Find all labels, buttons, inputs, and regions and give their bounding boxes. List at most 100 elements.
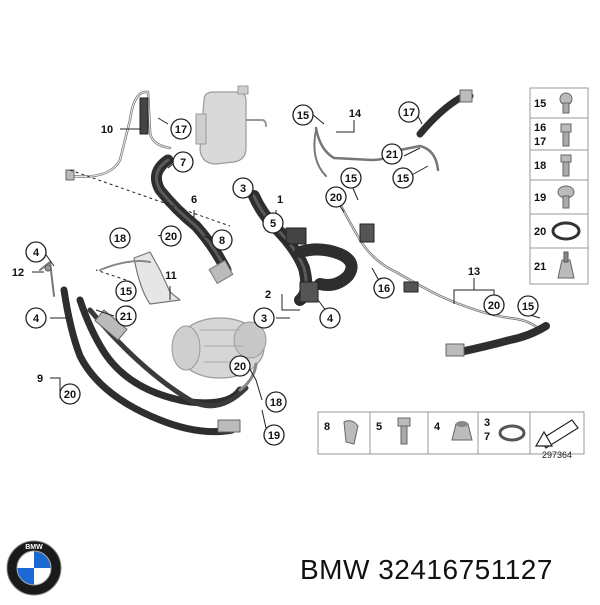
callout-label: 3 — [240, 183, 246, 195]
callout-label: 17 — [403, 107, 415, 119]
callout-label: 2 — [265, 289, 271, 301]
legend-bottom-label: 7 — [484, 431, 490, 443]
callout-14: 14 — [349, 108, 362, 120]
legend-bottom-cell: 8 — [324, 420, 359, 445]
callout-label: 18 — [270, 397, 282, 409]
callout-circle — [25, 307, 47, 329]
hose-6 — [150, 154, 234, 284]
legend-bottom-cell: 5 — [376, 417, 411, 445]
callout-label: 4 — [33, 247, 40, 259]
callout-circle — [172, 151, 194, 173]
bmw-logo-icon: BMW — [6, 540, 62, 596]
bracket-11 — [99, 251, 181, 305]
callout-circle — [232, 177, 254, 199]
callout-9: 9 — [37, 373, 43, 385]
callout-label: 20 — [234, 361, 246, 373]
callout-18: 18 — [109, 227, 131, 249]
callout-circle — [211, 229, 233, 251]
legend-bottom-cell: 4 — [434, 421, 473, 441]
callout-label: 15 — [522, 301, 534, 313]
callout-18: 18 — [265, 391, 287, 413]
callout-label: 5 — [270, 218, 276, 230]
callout-label: 3 — [261, 313, 267, 325]
legend-bottom-label: 5 — [376, 421, 382, 433]
legend-bottom-label: 4 — [434, 421, 441, 433]
callout-circle — [381, 143, 403, 165]
callout-19: 19 — [263, 424, 285, 446]
callout-label: 14 — [349, 108, 362, 120]
callout-circle — [109, 227, 131, 249]
callout-circle — [392, 167, 414, 189]
legend-right-label: 19 — [534, 192, 546, 204]
part-drawings — [39, 85, 550, 436]
callout-4: 4 — [319, 307, 341, 329]
callout-label: 6 — [191, 194, 197, 206]
callout-16: 16 — [373, 277, 395, 299]
legend-bottom-frame — [317, 411, 585, 455]
callout-circle — [160, 225, 182, 247]
legend-right-row: 15 — [534, 92, 573, 114]
callout-label: 19 — [268, 430, 280, 442]
legend-right-label: 15 — [534, 98, 546, 110]
callout-2: 2 — [265, 289, 271, 301]
callout-label: 17 — [175, 124, 187, 136]
callout-label: 15 — [345, 173, 357, 185]
callout-circle — [170, 118, 192, 140]
callout-label: 20 — [64, 389, 76, 401]
callout-label: 15 — [397, 173, 409, 185]
callout-circle — [340, 167, 362, 189]
hose-1 — [248, 190, 358, 306]
legend-right-row: 21 — [530, 247, 588, 279]
callout-8: 8 — [211, 229, 233, 251]
callout-circle — [517, 295, 539, 317]
arrow-icon — [534, 419, 579, 449]
part-number-label: BMW 32416751127 — [300, 554, 553, 585]
callout-3: 3 — [232, 177, 254, 199]
callout-circle — [373, 277, 395, 299]
callout-label: 18 — [114, 233, 126, 245]
legend-right-label: 18 — [534, 160, 546, 172]
callout-20: 20 — [325, 186, 347, 208]
callout-5: 5 — [262, 212, 284, 234]
pipe-network-right — [313, 89, 550, 357]
legend-right-row: 18 — [530, 149, 588, 177]
logo-letters: BMW — [25, 544, 43, 551]
callout-17: 17 — [170, 118, 192, 140]
callout-21: 21 — [115, 305, 137, 327]
pipe-10 — [65, 90, 172, 181]
callout-label: 15 — [297, 110, 309, 122]
callout-label: 13 — [468, 266, 480, 278]
callout-label: 7 — [180, 157, 186, 169]
callout-label: 8 — [219, 235, 225, 247]
callout-11: 11 — [165, 270, 177, 282]
legend-bottom-label: 8 — [324, 421, 330, 433]
callout-20: 20 — [160, 225, 182, 247]
callout-label: 9 — [37, 373, 43, 385]
callout-circle — [263, 424, 285, 446]
legend-right-row: 19 — [530, 179, 588, 209]
legend-right-row: 20 — [530, 213, 588, 241]
callout-4: 4 — [25, 241, 47, 263]
legend-bottom-cell: 37 — [484, 417, 526, 443]
callout-circle — [115, 305, 137, 327]
callout-4: 4 — [25, 307, 47, 329]
callout-label: 20 — [330, 192, 342, 204]
callout-17: 17 — [398, 101, 420, 123]
callout-circle — [25, 241, 47, 263]
legend-right-frame — [529, 87, 589, 285]
callout-15: 15 — [392, 167, 414, 189]
legend-right-label: 20 — [534, 226, 546, 238]
reservoir-tank — [195, 85, 267, 165]
legend-bottom: 8 5 4 37 — [317, 411, 585, 455]
callout-10: 10 — [101, 124, 113, 136]
callout-15: 15 — [292, 104, 314, 126]
callout-circle — [292, 104, 314, 126]
callout-15: 15 — [517, 295, 539, 317]
callout-21: 21 — [381, 143, 403, 165]
leader-lines — [32, 111, 541, 429]
callout-circle — [398, 101, 420, 123]
